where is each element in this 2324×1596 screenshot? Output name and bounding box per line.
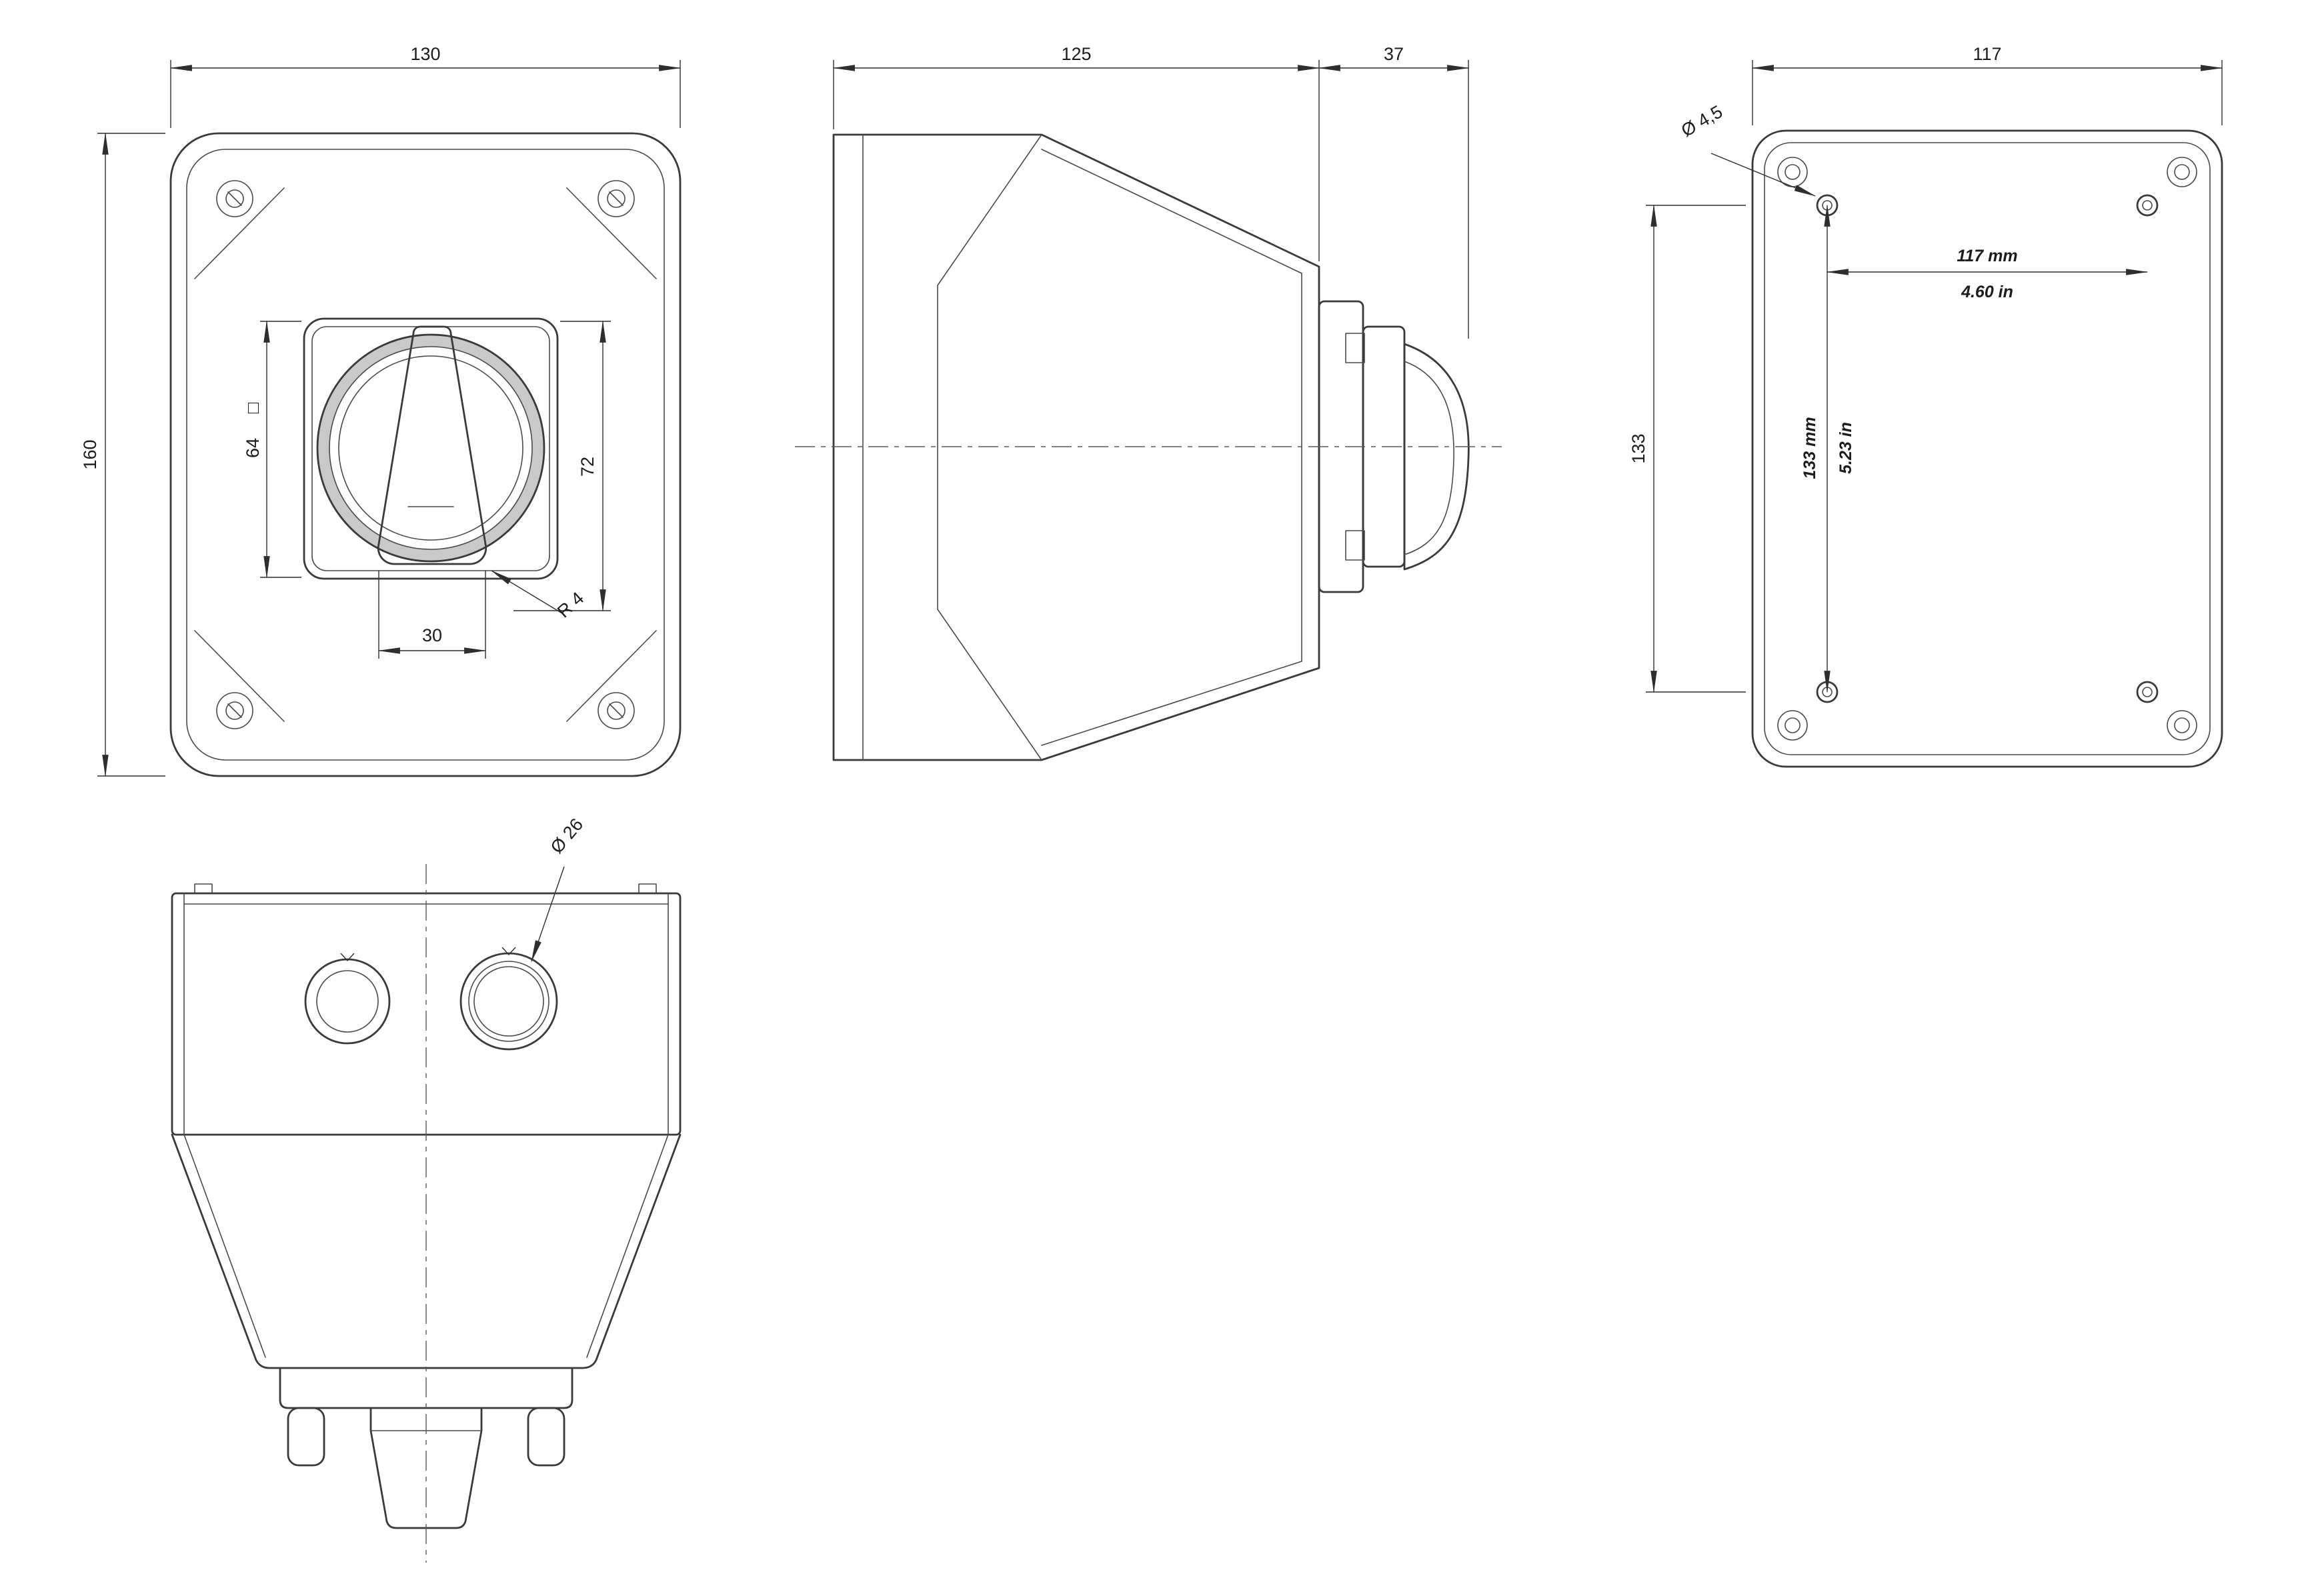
socket-lid-inner bbox=[1404, 361, 1454, 555]
front-screw-bl bbox=[216, 692, 253, 729]
rear-enclosure-outline bbox=[1751, 129, 2223, 768]
side-bottom-inner-slope bbox=[1041, 661, 1302, 746]
front-screw-br bbox=[598, 692, 635, 729]
bottom-taper-inner-left bbox=[183, 1134, 266, 1358]
dim-gland-diameter: Ø 26 bbox=[531, 815, 588, 963]
dim-gland-diameter-label: Ø 26 bbox=[547, 815, 588, 857]
dim-handle-width: 30 bbox=[377, 571, 487, 659]
rear-screw-br bbox=[2167, 710, 2197, 741]
front-corner-line-tl bbox=[194, 187, 285, 279]
side-body-outline bbox=[832, 133, 1320, 761]
front-corner-line-bl bbox=[194, 630, 285, 722]
dim-hole-spacing-h-in: 4.60 in bbox=[1961, 283, 2013, 301]
socket-lid bbox=[1403, 343, 1470, 571]
front-corner-line-br bbox=[566, 630, 657, 722]
dim-side-depth-label: 125 bbox=[1061, 44, 1091, 64]
dim-plate-size: □ 64 bbox=[243, 320, 301, 579]
collar-outer bbox=[316, 333, 545, 563]
side-top-inner-slope bbox=[1041, 149, 1302, 274]
front-screw-tl bbox=[216, 180, 253, 217]
dim-front-height: 160 bbox=[80, 132, 165, 777]
collar-shading bbox=[317, 335, 544, 561]
dim-hole-diameter-label: Ø 4,5 bbox=[1678, 101, 1726, 141]
dim-rear-height-label: 133 bbox=[1628, 433, 1648, 463]
bottom-view: Ø 26 bbox=[171, 815, 682, 1563]
rear-screw-tr bbox=[2167, 157, 2197, 187]
dim-rear-width: 117 bbox=[1751, 44, 2223, 125]
dim-front-width-label: 130 bbox=[410, 44, 440, 64]
dim-socket-depth-label: 37 bbox=[1384, 44, 1404, 64]
dim-front-height-label: 160 bbox=[80, 439, 100, 469]
front-view: 130 160 □ 64 72 30 bbox=[80, 44, 682, 777]
cable-gland-left bbox=[304, 953, 391, 1045]
bottom-lug-left bbox=[194, 883, 213, 894]
socket-prong-right bbox=[527, 1407, 565, 1467]
bottom-lug-right bbox=[638, 883, 657, 894]
square-symbol: □ bbox=[243, 402, 263, 413]
collar-base bbox=[338, 355, 523, 541]
switch-plate bbox=[303, 317, 559, 580]
dim-socket-depth: 37 bbox=[1318, 44, 1470, 339]
dim-switch-height: 72 bbox=[513, 320, 611, 612]
rear-enclosure-inner-line bbox=[1764, 142, 2211, 755]
dim-handle-width-label: 30 bbox=[422, 625, 442, 645]
mounting-hole-br bbox=[2136, 681, 2159, 703]
dim-hole-diameter: Ø 4,5 bbox=[1678, 101, 1817, 197]
dim-hole-spacing-h-mm: 117 mm bbox=[1957, 247, 2017, 265]
mounting-hole-tr bbox=[2136, 194, 2159, 217]
dim-handle-radius-label: R 4 bbox=[553, 588, 588, 621]
dim-rear-height: 133 bbox=[1628, 204, 1746, 693]
dim-hole-spacing-v-in: 5.23 in bbox=[1837, 422, 1855, 474]
front-enclosure-outline bbox=[169, 132, 682, 777]
front-enclosure-inner-line bbox=[186, 149, 665, 761]
dim-front-width: 130 bbox=[169, 44, 682, 128]
side-view: 125 37 bbox=[795, 44, 1502, 761]
cable-gland-right bbox=[459, 947, 558, 1051]
dim-hole-spacing-vertical: 133 mm 5.23 in bbox=[1801, 204, 1855, 693]
rear-view: Ø 4,5 117 133 117 mm 4.60 in 133 mm 5.23… bbox=[1628, 44, 2223, 768]
dim-hole-spacing-v-mm: 133 mm bbox=[1801, 417, 1819, 479]
front-screw-tr bbox=[598, 180, 635, 217]
dim-hole-spacing-horizontal: 117 mm 4.60 in bbox=[1826, 247, 2149, 301]
rear-screw-bl bbox=[1777, 710, 1808, 741]
dim-rear-width-label: 117 bbox=[1973, 44, 2001, 64]
dim-switch-height-label: 72 bbox=[577, 457, 598, 477]
bottom-taper-inner-right bbox=[586, 1134, 669, 1358]
collar-inner bbox=[329, 346, 533, 550]
side-taper-edge bbox=[937, 134, 1042, 761]
socket-latch-top bbox=[1345, 333, 1365, 363]
dim-side-depth: 125 bbox=[832, 44, 1320, 261]
rotary-handle bbox=[377, 325, 487, 565]
socket-latch-bottom bbox=[1345, 530, 1365, 561]
socket-prong-left bbox=[287, 1407, 325, 1467]
switch-plate-inner bbox=[311, 326, 550, 571]
dim-plate-size-label: 64 bbox=[243, 438, 263, 458]
front-corner-line-tr bbox=[566, 187, 657, 279]
